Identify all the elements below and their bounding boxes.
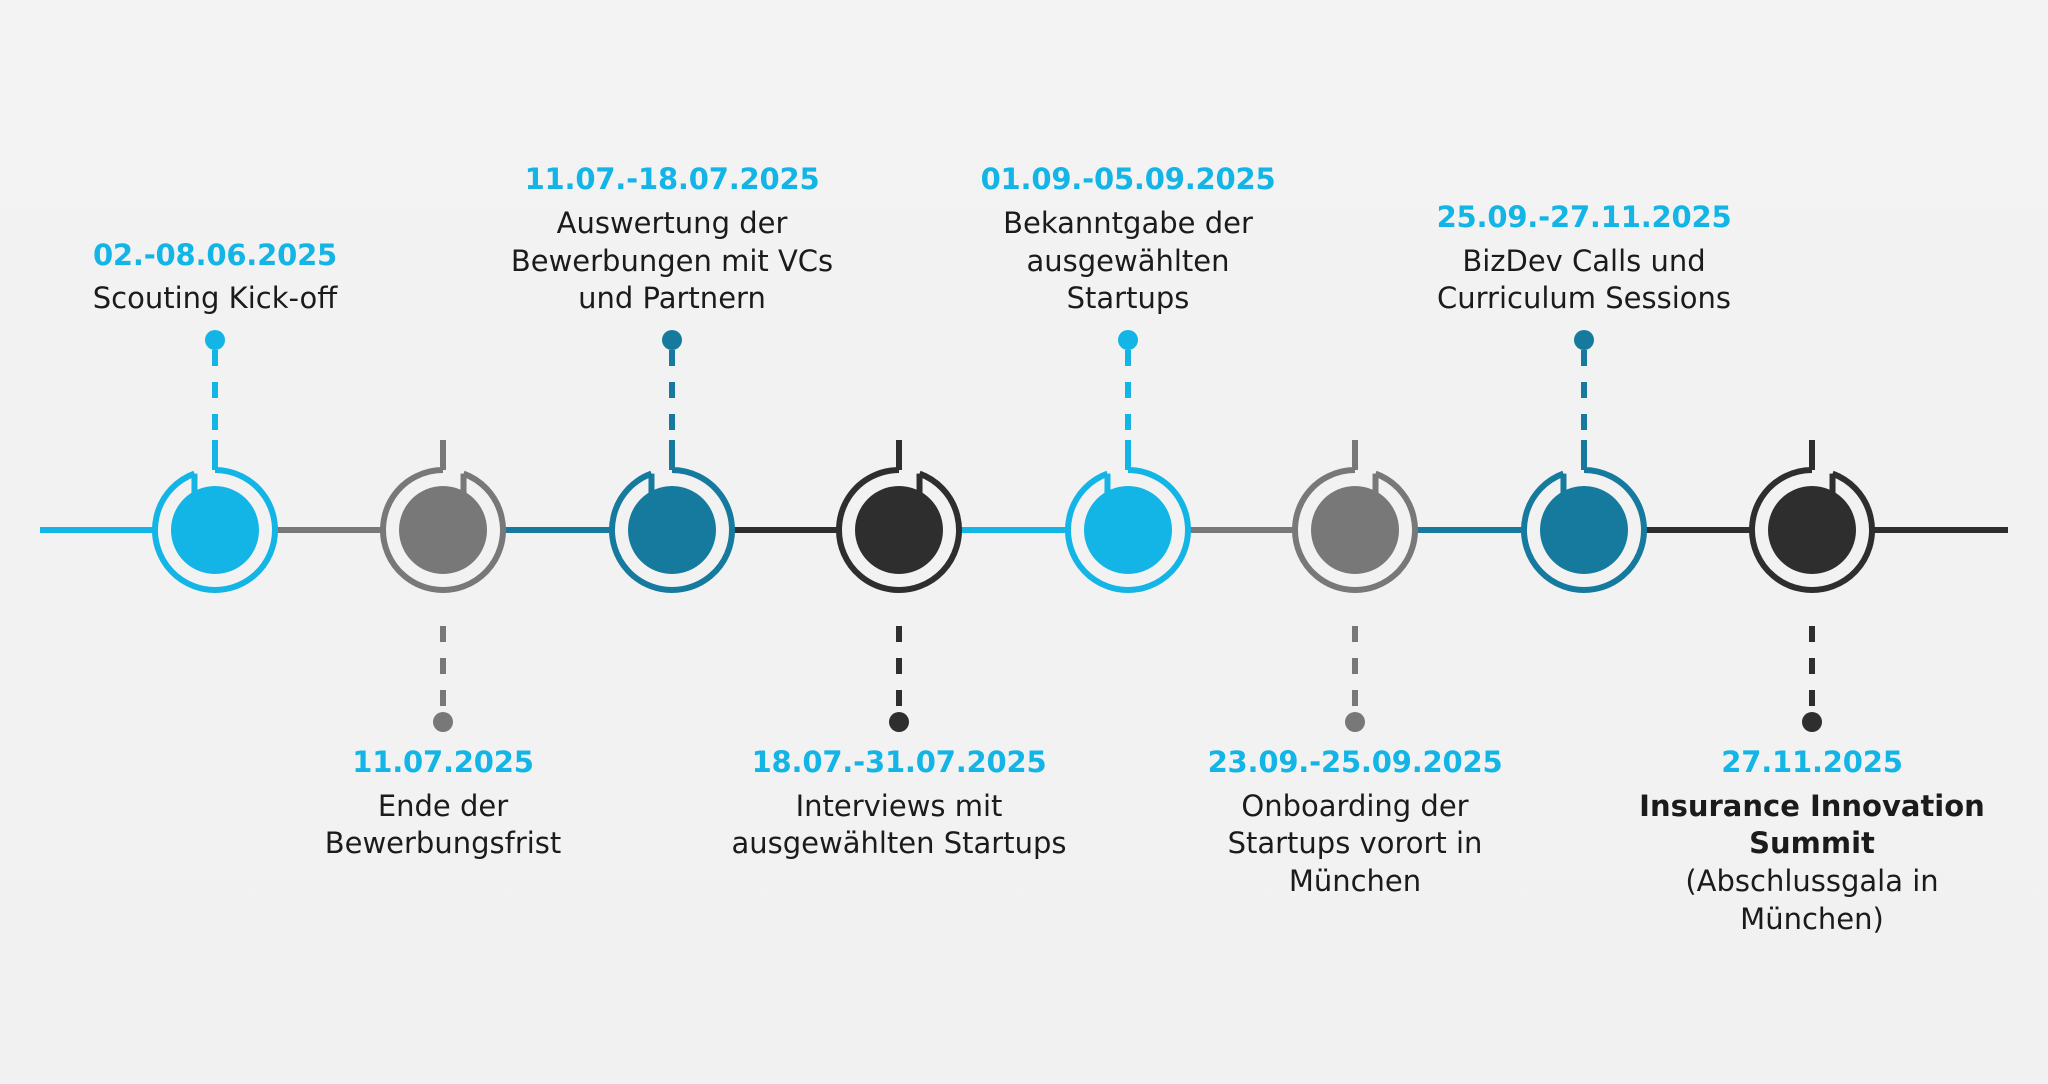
node-circle[interactable] — [171, 486, 259, 574]
node-ring-arc — [836, 467, 962, 593]
milestone-node-1[interactable] — [152, 440, 278, 593]
milestone-node-4[interactable] — [836, 440, 962, 593]
milestone-leader-8 — [1802, 626, 1822, 732]
node-ring-arc — [609, 467, 735, 593]
leader-end-dot — [1802, 712, 1822, 732]
node-circle[interactable] — [1311, 486, 1399, 574]
milestone-leader-3 — [662, 330, 682, 434]
milestone-title-7: BizDev Calls und Curriculum Sessions — [1436, 243, 1731, 316]
milestone-title-8: Insurance Innovation Summit — [1639, 788, 1985, 861]
milestone-title-3: Auswertung der Bewerbungen mit VCs und P… — [510, 205, 834, 316]
node-ring-arc — [1749, 467, 1875, 593]
milestone-leader-7 — [1574, 330, 1594, 434]
leader-end-dot — [205, 330, 225, 350]
node-circle[interactable] — [399, 486, 487, 574]
node-circle[interactable] — [1084, 486, 1172, 574]
milestone-date-4: 18.07.-31.07.2025 — [751, 745, 1047, 779]
milestone-date-3: 11.07.-18.07.2025 — [524, 162, 820, 197]
milestone-leader-1 — [205, 330, 225, 434]
milestone-date-8: 27.11.2025 — [1721, 745, 1903, 779]
milestone-title-4: Interviews mit ausgewählten Startups — [731, 788, 1067, 861]
leader-end-dot — [433, 712, 453, 732]
node-ring-arc — [1521, 467, 1647, 593]
milestone-node-7[interactable] — [1521, 440, 1647, 593]
milestone-leader-5 — [1118, 330, 1138, 434]
milestone-date-5: 01.09.-05.09.2025 — [980, 162, 1276, 197]
leader-end-dot — [1574, 330, 1594, 350]
milestone-date-6: 23.09.-25.09.2025 — [1207, 745, 1503, 779]
node-circle[interactable] — [1540, 486, 1628, 574]
leader-end-dot — [1345, 712, 1365, 732]
milestone-date-2: 11.07.2025 — [352, 745, 534, 779]
milestone-date-7: 25.09.-27.11.2025 — [1436, 199, 1732, 234]
leader-end-dot — [662, 330, 682, 350]
milestone-leader-6 — [1345, 626, 1365, 732]
node-circle[interactable] — [628, 486, 716, 574]
milestone-title-2: Ende der Bewerbungsfrist — [324, 788, 562, 861]
milestone-node-2[interactable] — [380, 440, 506, 593]
milestone-leader-4 — [889, 626, 909, 732]
node-circle[interactable] — [855, 486, 943, 574]
milestone-node-8[interactable] — [1749, 440, 1875, 593]
milestone-date-1: 02.-08.06.2025 — [92, 237, 338, 272]
leader-end-dot — [889, 712, 909, 732]
milestone-node-6[interactable] — [1292, 440, 1418, 593]
milestone-title-6: Onboarding der Startups vorort in Münche… — [1227, 788, 1483, 899]
milestone-leader-2 — [433, 626, 453, 732]
node-ring-arc — [1065, 467, 1191, 593]
leader-end-dot — [1118, 330, 1138, 350]
milestone-node-5[interactable] — [1065, 440, 1191, 593]
milestone-title-5: Bekanntgabe der ausgewählten Startups — [1003, 205, 1253, 316]
milestone-subtitle-8: (Abschlussgala in München) — [1685, 864, 1939, 936]
node-ring-arc — [1292, 467, 1418, 593]
node-circle[interactable] — [1768, 486, 1856, 574]
node-ring-arc — [380, 467, 506, 593]
node-ring-arc — [152, 467, 278, 593]
milestone-title-1: Scouting Kick-off — [92, 281, 338, 316]
milestone-node-3[interactable] — [609, 440, 735, 593]
